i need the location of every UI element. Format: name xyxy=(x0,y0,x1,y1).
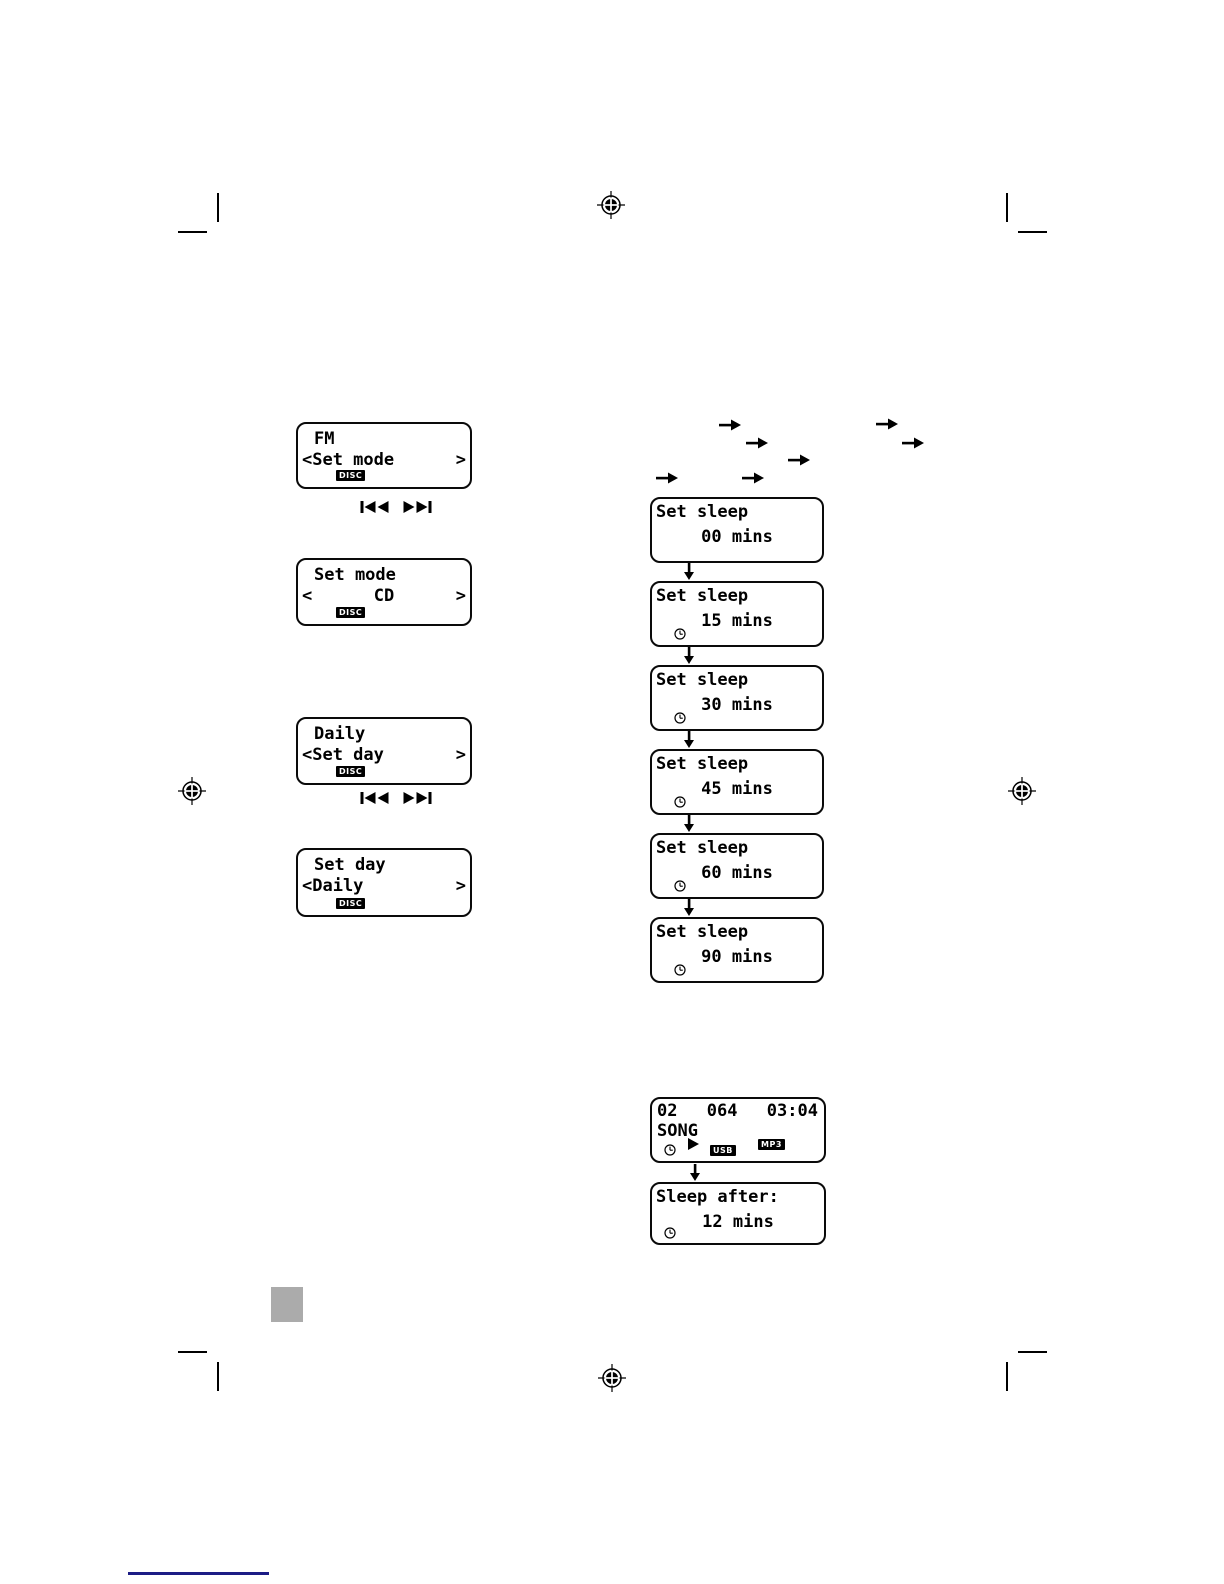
skip-back-icon xyxy=(360,791,389,805)
crop-mark-bottom-left-vertical xyxy=(217,1362,219,1391)
page-number-square xyxy=(271,1287,303,1322)
sleep-timer-clock-icon xyxy=(664,1227,676,1239)
disc-badge: DISC xyxy=(336,607,366,618)
footer-rule xyxy=(128,1572,269,1575)
crop-mark-bottom-right-vertical xyxy=(1006,1362,1008,1391)
lcd-value: 60 mins xyxy=(701,862,773,883)
lcd-value: 00 mins xyxy=(701,526,773,547)
pointer-arrow-icon xyxy=(902,437,924,449)
skip-forward-icon xyxy=(403,791,432,805)
registration-mark-bottom-icon xyxy=(598,1364,626,1392)
lcd-screen-set-sleep-00: Set sleep 00 mins xyxy=(650,497,824,563)
skip-forward-icon xyxy=(403,500,432,514)
total-files: 064 xyxy=(706,1101,738,1121)
mp3-badge: MP3 xyxy=(758,1139,785,1150)
registration-mark-top-icon xyxy=(597,191,625,219)
lcd-line2: <Set mode > xyxy=(302,449,466,470)
lcd-screen-set-sleep-15: Set sleep 15 mins xyxy=(650,581,824,647)
lcd-line1: FM xyxy=(314,429,335,449)
lcd-screen-set-sleep-90: Set sleep 90 mins xyxy=(650,917,824,983)
lcd-line2-left: <Set day xyxy=(302,744,384,765)
lcd-line2: < CD > xyxy=(302,585,466,606)
lcd-screen-fm-set-mode: FM <Set mode > DISC xyxy=(296,422,472,489)
sleep-timer-clock-icon xyxy=(674,796,686,808)
track-title: SONG xyxy=(657,1120,698,1141)
flow-down-arrow-icon xyxy=(683,899,695,916)
crop-mark-bottom-left-horizontal xyxy=(178,1351,207,1353)
lcd-line1: Set mode xyxy=(314,565,396,585)
pointer-arrow-icon xyxy=(876,418,898,430)
track-number: 02 xyxy=(657,1101,678,1121)
lcd-title: Set sleep xyxy=(656,754,749,774)
lcd-title: Set sleep xyxy=(656,502,749,522)
disc-badge: DISC xyxy=(336,470,366,481)
elapsed-time: 03:04 xyxy=(766,1101,818,1121)
lcd-line2-right: > xyxy=(455,585,466,606)
skip-back-icon xyxy=(360,500,389,514)
lcd-screen-set-sleep-45: Set sleep 45 mins xyxy=(650,749,824,815)
lcd-line1: Daily xyxy=(314,724,366,744)
lcd-line2-left: <Daily xyxy=(302,875,364,896)
lcd-line2: <Set day > xyxy=(302,744,466,765)
registration-mark-left-icon xyxy=(178,777,206,805)
registration-mark-right-icon xyxy=(1008,777,1036,805)
lcd-title: Set sleep xyxy=(656,670,749,690)
disc-badge: DISC xyxy=(336,898,366,909)
usb-badge: USB xyxy=(710,1145,736,1156)
lcd-title: Set sleep xyxy=(656,922,749,942)
sleep-timer-clock-icon xyxy=(674,880,686,892)
crop-mark-top-right-vertical xyxy=(1006,193,1008,222)
sleep-timer-clock-icon xyxy=(674,964,686,976)
flow-down-arrow-icon xyxy=(683,815,695,832)
lcd-value: 12 mins xyxy=(702,1211,774,1232)
lcd-line2-left: <Set mode xyxy=(302,449,395,470)
lcd-title: Set sleep xyxy=(656,838,749,858)
crop-mark-top-left-vertical xyxy=(217,193,219,222)
flow-down-arrow-icon xyxy=(683,731,695,748)
lcd-screen-sleep-after: Sleep after: 12 mins xyxy=(650,1182,826,1245)
sleep-timer-clock-icon xyxy=(674,628,686,640)
crop-mark-top-right-horizontal xyxy=(1018,231,1047,233)
flow-down-arrow-icon xyxy=(683,647,695,664)
play-triangle-icon xyxy=(688,1138,699,1150)
sleep-timer-clock-icon xyxy=(664,1144,676,1156)
crop-mark-bottom-right-horizontal xyxy=(1018,1351,1047,1353)
lcd-screen-daily-set-day: Daily <Set day > DISC xyxy=(296,717,472,785)
lcd-line2-right: > xyxy=(455,875,466,896)
lcd-screen-set-sleep-30: Set sleep 30 mins xyxy=(650,665,824,731)
lcd-title: Set sleep xyxy=(656,586,749,606)
lcd-value: 30 mins xyxy=(701,694,773,715)
lcd-screen-set-day-daily: Set day <Daily > DISC xyxy=(296,848,472,917)
lcd-screen-playback: 02 064 03:04 SONG MP3 USB xyxy=(650,1097,826,1163)
crop-mark-top-left-horizontal xyxy=(178,231,207,233)
lcd-line2: <Daily > xyxy=(302,875,466,896)
lcd-line2-right: > xyxy=(455,744,466,765)
lcd-line1: Set day xyxy=(314,855,386,875)
sleep-timer-clock-icon xyxy=(674,712,686,724)
pointer-arrow-icon xyxy=(742,472,764,484)
lcd-status-line: 02 064 03:04 xyxy=(657,1101,818,1121)
lcd-value: 15 mins xyxy=(701,610,773,631)
lcd-title: Sleep after: xyxy=(656,1187,779,1207)
pointer-arrow-icon xyxy=(719,419,741,431)
lcd-value: 45 mins xyxy=(701,778,773,799)
pointer-arrow-icon xyxy=(788,454,810,466)
disc-badge: DISC xyxy=(336,766,366,777)
lcd-line2-right: > xyxy=(455,449,466,470)
pointer-arrow-icon xyxy=(746,437,768,449)
lcd-line2-left: < xyxy=(302,585,313,606)
lcd-value: 90 mins xyxy=(701,946,773,967)
flow-down-arrow-icon xyxy=(689,1164,701,1181)
lcd-screen-set-mode-cd: Set mode < CD > DISC xyxy=(296,558,472,626)
lcd-line2-center: CD xyxy=(373,585,395,606)
flow-down-arrow-icon xyxy=(683,563,695,580)
pointer-arrow-icon xyxy=(656,472,678,484)
lcd-screen-set-sleep-60: Set sleep 60 mins xyxy=(650,833,824,899)
